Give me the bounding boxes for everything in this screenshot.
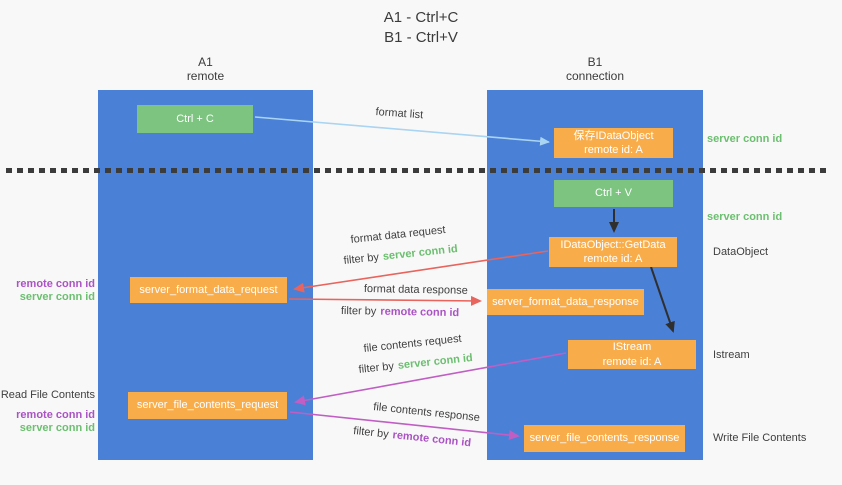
remote-conn-id-text: remote conn id: [380, 305, 460, 320]
read-file-contents-label: Read File Contents: [0, 389, 95, 401]
column-a1-name: A1: [198, 55, 213, 69]
server-file-contents-request-node: server_file_contents_request: [128, 392, 287, 419]
istream-side-label: Istream: [713, 349, 750, 361]
ctrl-c-label: Ctrl + C: [176, 112, 214, 125]
server-format-data-request-label: server_format_data_request: [139, 283, 278, 296]
file-contents-response-label: file contents response: [372, 401, 481, 425]
dashed-separator-line: [6, 168, 826, 173]
column-b1-name: B1: [587, 55, 603, 69]
istream-line2: remote id: A: [602, 355, 662, 368]
title-line-1: A1 - Ctrl+C: [383, 9, 459, 26]
server-format-data-response-label: server_format_data_response: [492, 295, 639, 308]
server-file-contents-response-node: server_file_contents_response: [524, 425, 685, 452]
save-idataobject-line1: 保存IDataObject: [573, 129, 654, 142]
diagram-title: A1 - Ctrl+C B1 - Ctrl+V: [0, 8, 842, 49]
file-contents-request-label: file contents request: [363, 332, 463, 355]
server-conn-id-left-bottom-label: server conn id: [19, 422, 95, 434]
server-file-contents-request-label: server_file_contents_request: [136, 399, 279, 412]
server-conn-id-right-mid-label: server conn id: [707, 211, 783, 223]
write-file-contents-label: Write File Contents: [713, 432, 807, 444]
server-file-contents-response-label: server_file_contents_response: [529, 432, 680, 445]
remote-conn-id-left-top-label: remote conn id: [16, 278, 95, 290]
server-conn-id-right-top-label: server conn id: [707, 133, 783, 145]
save-idataobject-line2: remote id: A: [584, 144, 643, 156]
getdata-line1: IDataObject::GetData: [560, 238, 666, 251]
istream-line1: IStream: [612, 341, 652, 354]
format-data-response-label: format data response: [363, 283, 468, 297]
remote-conn-id-text: remote conn id: [391, 429, 472, 450]
dataobject-label: DataObject: [713, 246, 769, 258]
istream-node: IStream remote id: A: [568, 340, 696, 369]
format-list-label: format list: [375, 106, 424, 122]
column-b1-role: connection: [565, 69, 625, 84]
server-conn-id-text: server conn id: [397, 352, 474, 372]
filter-by-text: filter by: [340, 305, 377, 318]
column-header-a1: A1 remote: [98, 55, 313, 84]
title-line-2: B1 - Ctrl+V: [384, 29, 458, 47]
filter-by-text: filter by: [352, 425, 390, 441]
ctrl-v-label: Ctrl + V: [595, 187, 632, 200]
server-format-data-request-node: server_format_data_request: [130, 277, 287, 303]
column-header-b1: B1 connection: [487, 55, 703, 84]
format-data-response-arrow: [288, 295, 482, 306]
save-idataobject-node: 保存IDataObject remote id: A: [554, 128, 673, 158]
getdata-line2: remote id: A: [583, 253, 643, 265]
getdata-node: IDataObject::GetData remote id: A: [549, 237, 677, 267]
ctrl-c-node: Ctrl + C: [137, 105, 253, 133]
format-data-request-label: format data request: [350, 224, 447, 246]
remote-conn-id-left-bottom-label: remote conn id: [16, 409, 95, 421]
server-conn-id-text: server conn id: [382, 243, 459, 263]
server-conn-id-left-top-label: server conn id: [19, 291, 95, 303]
filter-by-text: filter by: [358, 360, 395, 376]
ctrl-v-node: Ctrl + V: [554, 180, 673, 207]
filter-by-text: filter by: [343, 251, 380, 267]
server-format-data-response-node: server_format_data_response: [487, 289, 644, 315]
column-a1-role: remote: [186, 69, 225, 84]
